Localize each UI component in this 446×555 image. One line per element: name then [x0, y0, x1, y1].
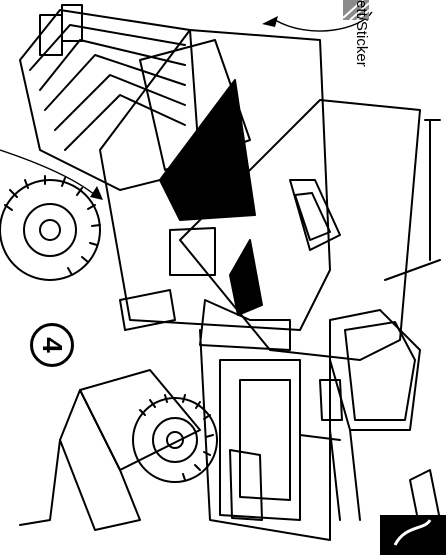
- striped-sticker-icon: [342, 0, 370, 21]
- sticker-label: ett/Sticker: [353, 0, 390, 96]
- sticker-label-text: ett/Sticker: [353, 0, 370, 67]
- step-number: 4: [36, 337, 68, 353]
- step-number-badge: 4: [30, 323, 74, 367]
